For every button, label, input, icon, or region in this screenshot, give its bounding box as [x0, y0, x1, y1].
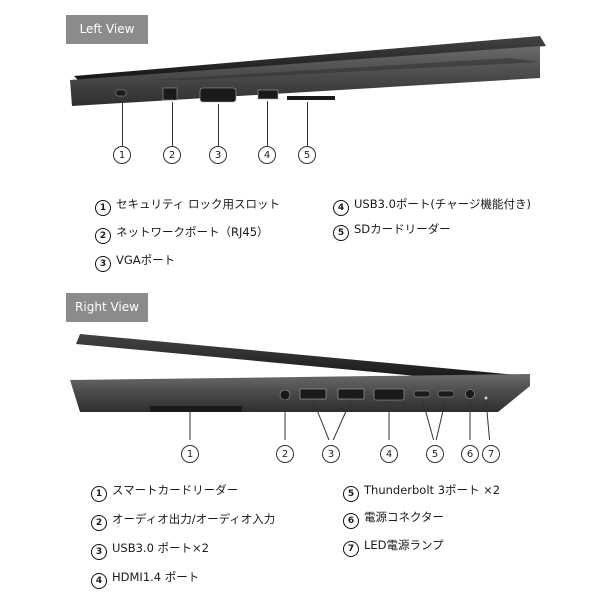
- laptop-base: [70, 46, 540, 106]
- callout-right-6: 6: [461, 445, 479, 463]
- laptop-lid-right: [76, 334, 528, 386]
- usb-port-right-2: [337, 388, 365, 400]
- security-lock-slot: [115, 89, 127, 97]
- laptop-left-view: [70, 36, 546, 106]
- thunderbolt-port-1: [413, 390, 431, 398]
- thunderbolt-port-2: [437, 390, 455, 398]
- callout-left-5: 5: [298, 146, 316, 164]
- right-view-label: Right View: [66, 293, 148, 322]
- smart-card-slot: [150, 406, 242, 412]
- sd-card-slot: [287, 96, 335, 100]
- left-view-label: Left View: [66, 15, 148, 44]
- callout-right-3: 3: [322, 445, 340, 463]
- callout-right-7: 7: [482, 445, 500, 463]
- power-connector: [465, 389, 475, 399]
- callout-right-5: 5: [426, 445, 444, 463]
- callout-left-2: 2: [163, 146, 181, 164]
- usb-port-left: [257, 89, 279, 100]
- callout-left-3: 3: [209, 146, 227, 164]
- callout-right-4: 4: [380, 445, 398, 463]
- callout-left-4: 4: [258, 146, 276, 164]
- hdmi-port: [373, 388, 405, 401]
- laptop-right-view: [70, 334, 530, 440]
- vga-port: [199, 87, 237, 103]
- usb-port-right-1: [299, 388, 327, 400]
- callout-left-1: 1: [113, 146, 131, 164]
- led-power-lamp: [484, 396, 488, 400]
- callout-right-2: 2: [276, 445, 294, 463]
- rj45-port: [162, 87, 178, 101]
- callout-right-1: 1: [181, 445, 199, 463]
- audio-jack: [279, 389, 291, 401]
